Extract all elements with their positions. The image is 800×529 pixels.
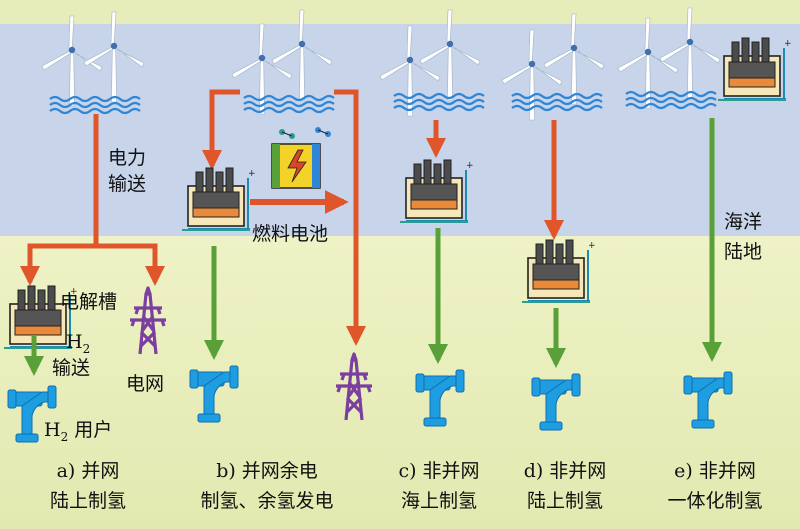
power-arrow — [20, 114, 99, 286]
column-c — [379, 9, 486, 427]
label-ocean-1: 海洋 — [724, 211, 763, 233]
fuel-cell-icon — [271, 127, 331, 189]
power-arrow — [202, 89, 240, 170]
label-land-2: 陆地 — [724, 241, 763, 263]
column-d — [501, 13, 605, 431]
label-h2-transport-text: 输送 — [52, 357, 91, 379]
label-grid: 电网 — [126, 373, 165, 395]
caption-d: d) 非并网陆上制氢 — [523, 460, 607, 512]
label-fuel-cell: 燃料电池 — [252, 223, 329, 245]
caption-b: b) 并网余电制氢、余氢发电 — [200, 460, 334, 512]
label-power-transmission-2: 输送 — [108, 173, 147, 195]
column-b — [181, 9, 374, 423]
power-arrow — [334, 89, 366, 346]
land-band — [0, 236, 800, 529]
top-strip — [0, 0, 800, 24]
label-electrolyzer: 电解槽 — [60, 291, 118, 313]
column-e — [617, 7, 793, 429]
sea-band — [0, 24, 800, 236]
column-a — [3, 11, 168, 443]
caption-a: a) 并网陆上制氢 — [49, 460, 126, 512]
label-h2-transport: H2 — [66, 331, 91, 356]
label-h2-user: H2 用户 — [44, 419, 113, 444]
caption-c: c) 非并网海上制氢 — [398, 460, 480, 512]
power-arrow — [96, 243, 165, 286]
label-power-transmission-1: 电力 — [108, 147, 147, 169]
caption-e: e) 非并网一体化制氢 — [667, 460, 763, 512]
